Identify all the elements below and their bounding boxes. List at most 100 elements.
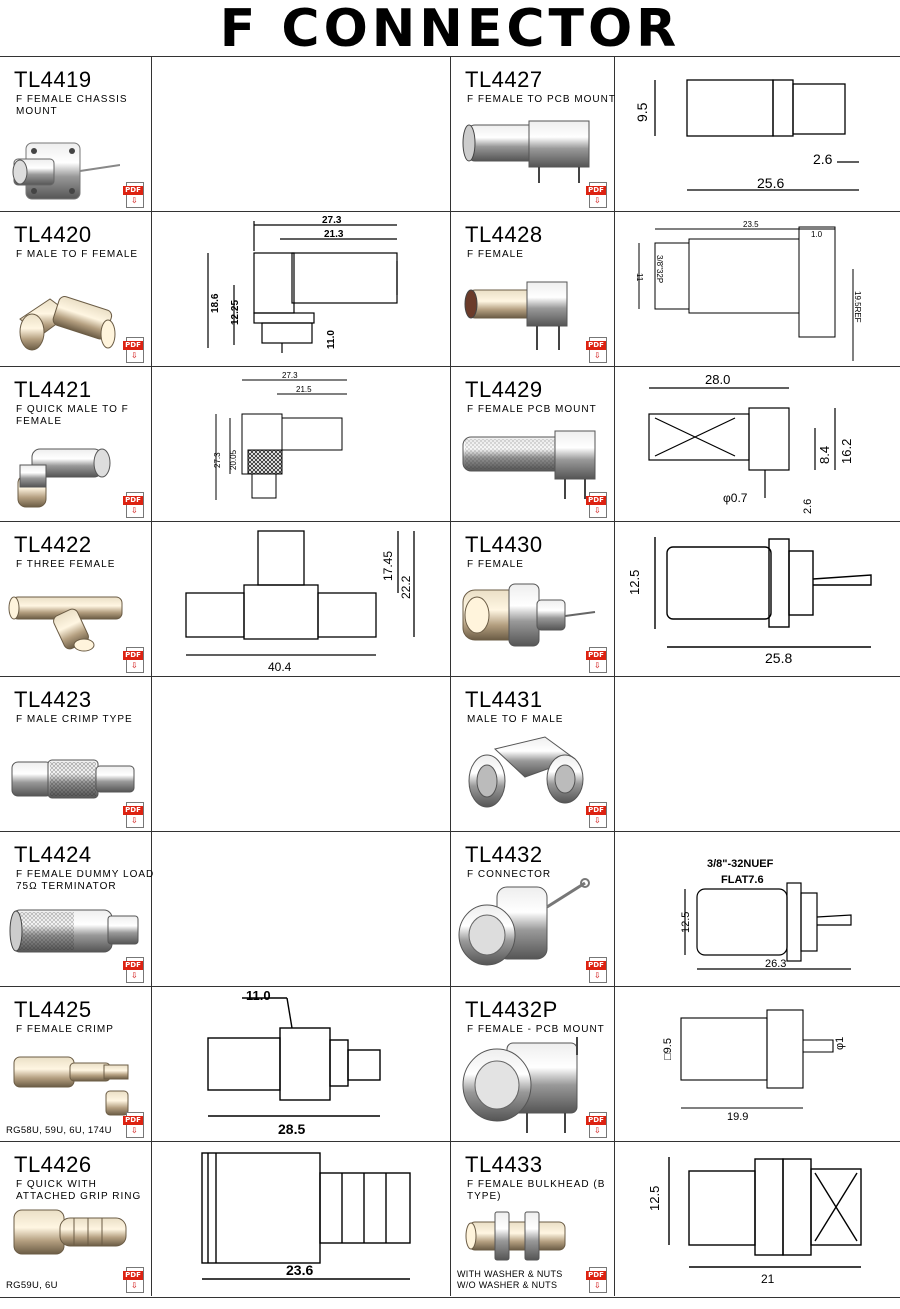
dim-label: 21.5 (296, 385, 312, 394)
product-code: TL4425 (14, 997, 92, 1022)
dim-label: 21.3 (324, 229, 344, 240)
product-description: F THREE FEMALE (16, 559, 116, 570)
pdf-download-icon[interactable]: PDF⇩ (586, 802, 608, 828)
product-code: TL4420 (14, 222, 92, 247)
product-description: F FEMALE DUMMY LOAD 75Ω TERMINATOR (16, 869, 155, 892)
pdf-download-icon[interactable]: PDF⇩ (123, 492, 145, 518)
product-cell-tl4433: TL4433 F FEMALE BULKHEAD (B TYPE) WITH W… (451, 1142, 614, 1297)
product-description: F FEMALE TO PCB MOUNT (467, 94, 616, 105)
dim-label: 40.4 (268, 660, 292, 674)
pdf-download-icon[interactable]: PDF⇩ (123, 647, 145, 673)
pdf-download-icon[interactable]: PDF⇩ (586, 647, 608, 673)
product-photo (458, 878, 590, 966)
drawing-tl4422: 40.4 17.45 22.2 (185, 530, 415, 674)
product-description: MALE TO F MALE (467, 714, 564, 725)
product-cell-tl4423: TL4423 F MALE CRIMP TYPE PDF⇩ (0, 677, 151, 832)
pdf-download-icon[interactable]: PDF⇩ (586, 1267, 608, 1293)
dim-label: 22.2 (399, 575, 413, 599)
product-photo (13, 1056, 129, 1116)
dim-label: 26.3 (765, 958, 786, 970)
washer-note: WITH WASHER & NUTS W/O WASHER & NUTS (457, 1269, 563, 1290)
column-divider (151, 56, 152, 1296)
pdf-download-icon[interactable]: PDF⇩ (586, 492, 608, 518)
pdf-download-icon[interactable]: PDF⇩ (123, 1112, 145, 1138)
product-code: TL4433 (465, 1152, 543, 1177)
pdf-download-icon[interactable]: PDF⇩ (586, 1112, 608, 1138)
drawing-tl4429: 28.0 8.4 16.2 φ0.7 2.6 (648, 372, 854, 514)
product-photo (9, 909, 139, 953)
product-cell-tl4419: TL4419 F FEMALE CHASSIS MOUNT PDF⇩ (0, 57, 151, 212)
page-title: F CONNECTOR (219, 0, 681, 59)
drawing-tl4430: 12.5 25.8 (627, 537, 872, 666)
product-cell-tl4432: TL4432 F CONNECTOR PDF⇩ (451, 832, 614, 987)
dim-label: 27.3 (282, 371, 298, 380)
product-photo (465, 1211, 566, 1261)
dim-label: 25.8 (765, 650, 792, 666)
drawing-tl4421: 27.3 21.5 27.3 20.05 (213, 371, 347, 500)
pdf-download-icon[interactable]: PDF⇩ (123, 802, 145, 828)
pdf-download-icon[interactable]: PDF⇩ (586, 182, 608, 208)
dim-label: 11 (635, 273, 644, 282)
dim-label: 11.0 (326, 330, 337, 349)
product-code: TL4423 (14, 687, 92, 712)
dim-label: 3/8"32P (655, 255, 664, 283)
pdf-download-icon[interactable]: PDF⇩ (123, 337, 145, 363)
dim-label: 12.5 (680, 912, 692, 933)
cable-note: RG59U, 6U (6, 1280, 58, 1291)
product-code: TL4431 (465, 687, 543, 712)
product-description: F FEMALE - PCB MOUNT (467, 1024, 605, 1035)
product-code: TL4426 (14, 1152, 92, 1177)
dim-label: 19.5REF (853, 291, 862, 323)
dim-label: 2.6 (802, 499, 814, 514)
pdf-download-icon[interactable]: PDF⇩ (586, 337, 608, 363)
dim-label: 12.5 (627, 570, 642, 595)
product-photo (17, 448, 111, 508)
dim-label: 3/8"-32NUEF (707, 858, 774, 870)
product-photo (462, 1037, 578, 1133)
dim-label: 17.45 (381, 551, 395, 581)
product-code: TL4430 (465, 532, 543, 557)
pdf-download-icon[interactable]: PDF⇩ (586, 957, 608, 983)
product-cell-tl4424: TL4424 F FEMALE DUMMY LOAD 75Ω TERMINATO… (0, 832, 153, 987)
product-cell-tl4428: TL4428 F FEMALE PDF⇩ (451, 212, 614, 367)
dim-label: φ0.7 (723, 491, 748, 505)
product-photo (12, 142, 120, 200)
product-photo (462, 120, 590, 183)
pdf-download-icon[interactable]: PDF⇩ (123, 182, 145, 208)
product-cell-tl4429: TL4429 F FEMALE PCB MOUNT PDF⇩ (451, 367, 614, 522)
product-photo (462, 430, 596, 499)
pdf-download-icon[interactable]: PDF⇩ (123, 1267, 145, 1293)
product-description: F MALE CRIMP TYPE (16, 714, 133, 725)
product-code: TL4432P (465, 997, 558, 1022)
product-cell-tl4432p: TL4432P F FEMALE - PCB MOUNT PDF⇩ (451, 987, 614, 1142)
product-description: F FEMALE (467, 559, 524, 570)
product-photo (13, 1209, 127, 1255)
product-description: F FEMALE (467, 249, 524, 260)
product-description: F CONNECTOR (467, 869, 552, 880)
drawing-tl4425: 11.0 28.5 (207, 988, 381, 1137)
dim-label: 28.5 (278, 1121, 305, 1137)
dim-label: 18.6 (210, 293, 221, 313)
column-divider (614, 56, 615, 1296)
pdf-download-icon[interactable]: PDF⇩ (123, 957, 145, 983)
dim-label: 9.5 (634, 102, 650, 122)
dim-label: 16.2 (839, 439, 854, 464)
drawing-tl4428: 23.5 1.0 11 3/8"32P 19.5REF (635, 220, 862, 361)
dim-label: 23.6 (286, 1262, 313, 1278)
product-code: TL4429 (465, 377, 543, 402)
product-code: TL4428 (465, 222, 543, 247)
product-photo (8, 596, 123, 652)
dim-label: 25.6 (757, 175, 784, 191)
product-description: F QUICK MALE TO F FEMALE (16, 404, 129, 427)
dim-label: FLAT7.6 (721, 874, 764, 886)
product-description: F MALE TO F FEMALE (16, 249, 139, 260)
product-cell-tl4425: TL4425 F FEMALE CRIMP RG58U, 59U, 6U, 17… (0, 987, 151, 1142)
product-cell-tl4427: TL4427 F FEMALE TO PCB MOUNT PDF⇩ (451, 57, 616, 212)
product-photo (11, 759, 135, 799)
dim-label: 2.6 (813, 151, 833, 167)
cable-note: RG58U, 59U, 6U, 174U (6, 1125, 112, 1136)
dim-label: 12.25 (230, 300, 241, 325)
product-code: TL4424 (14, 842, 92, 867)
product-description: F FEMALE PCB MOUNT (467, 404, 597, 415)
product-photo (464, 281, 568, 350)
